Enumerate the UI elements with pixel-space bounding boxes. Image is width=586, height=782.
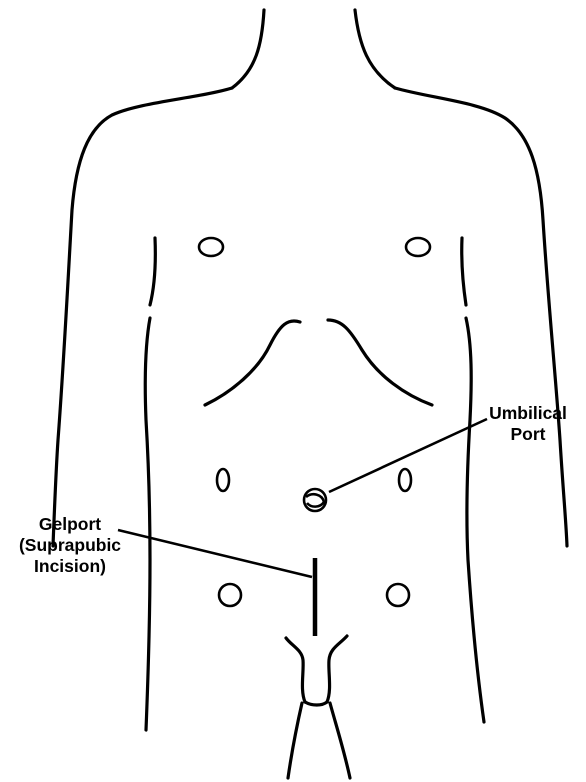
right-neck-line (355, 10, 395, 88)
umbilical-port-label-line-1: Umbilical (482, 403, 574, 424)
genital-outline (305, 702, 327, 705)
left-upper-port (217, 469, 229, 491)
right-groin-line (327, 636, 347, 702)
right-lower-port (387, 584, 409, 606)
umbilical-port-label-line-2: Port (482, 424, 574, 445)
right-inner-arm (462, 238, 466, 305)
left-neck-line (232, 10, 264, 88)
right-nipple (406, 238, 430, 256)
right-costal-margin (328, 320, 432, 405)
right-upper-port (399, 469, 411, 491)
umbilical-port-label: Umbilical Port (482, 403, 574, 445)
left-inner-thigh (288, 703, 302, 778)
right-inner-thigh (330, 703, 350, 778)
left-costal-margin (205, 321, 300, 405)
umbilical-port-inner (306, 494, 324, 506)
gelport-label: Gelport (Suprapubic Incision) (10, 514, 130, 577)
gelport-label-line-3: Incision) (10, 556, 130, 577)
left-inner-arm (150, 238, 155, 305)
gelport-leader (118, 530, 312, 577)
right-shoulder-arm (395, 88, 567, 546)
right-torso-side (466, 318, 484, 722)
left-lower-port (219, 584, 241, 606)
left-torso-side (145, 318, 150, 730)
umbilical-leader (329, 419, 487, 492)
gelport-label-line-2: (Suprapubic (10, 535, 130, 556)
left-groin-line (286, 638, 305, 702)
left-shoulder-arm (53, 88, 232, 546)
gelport-label-line-1: Gelport (10, 514, 130, 535)
left-nipple (199, 238, 223, 256)
